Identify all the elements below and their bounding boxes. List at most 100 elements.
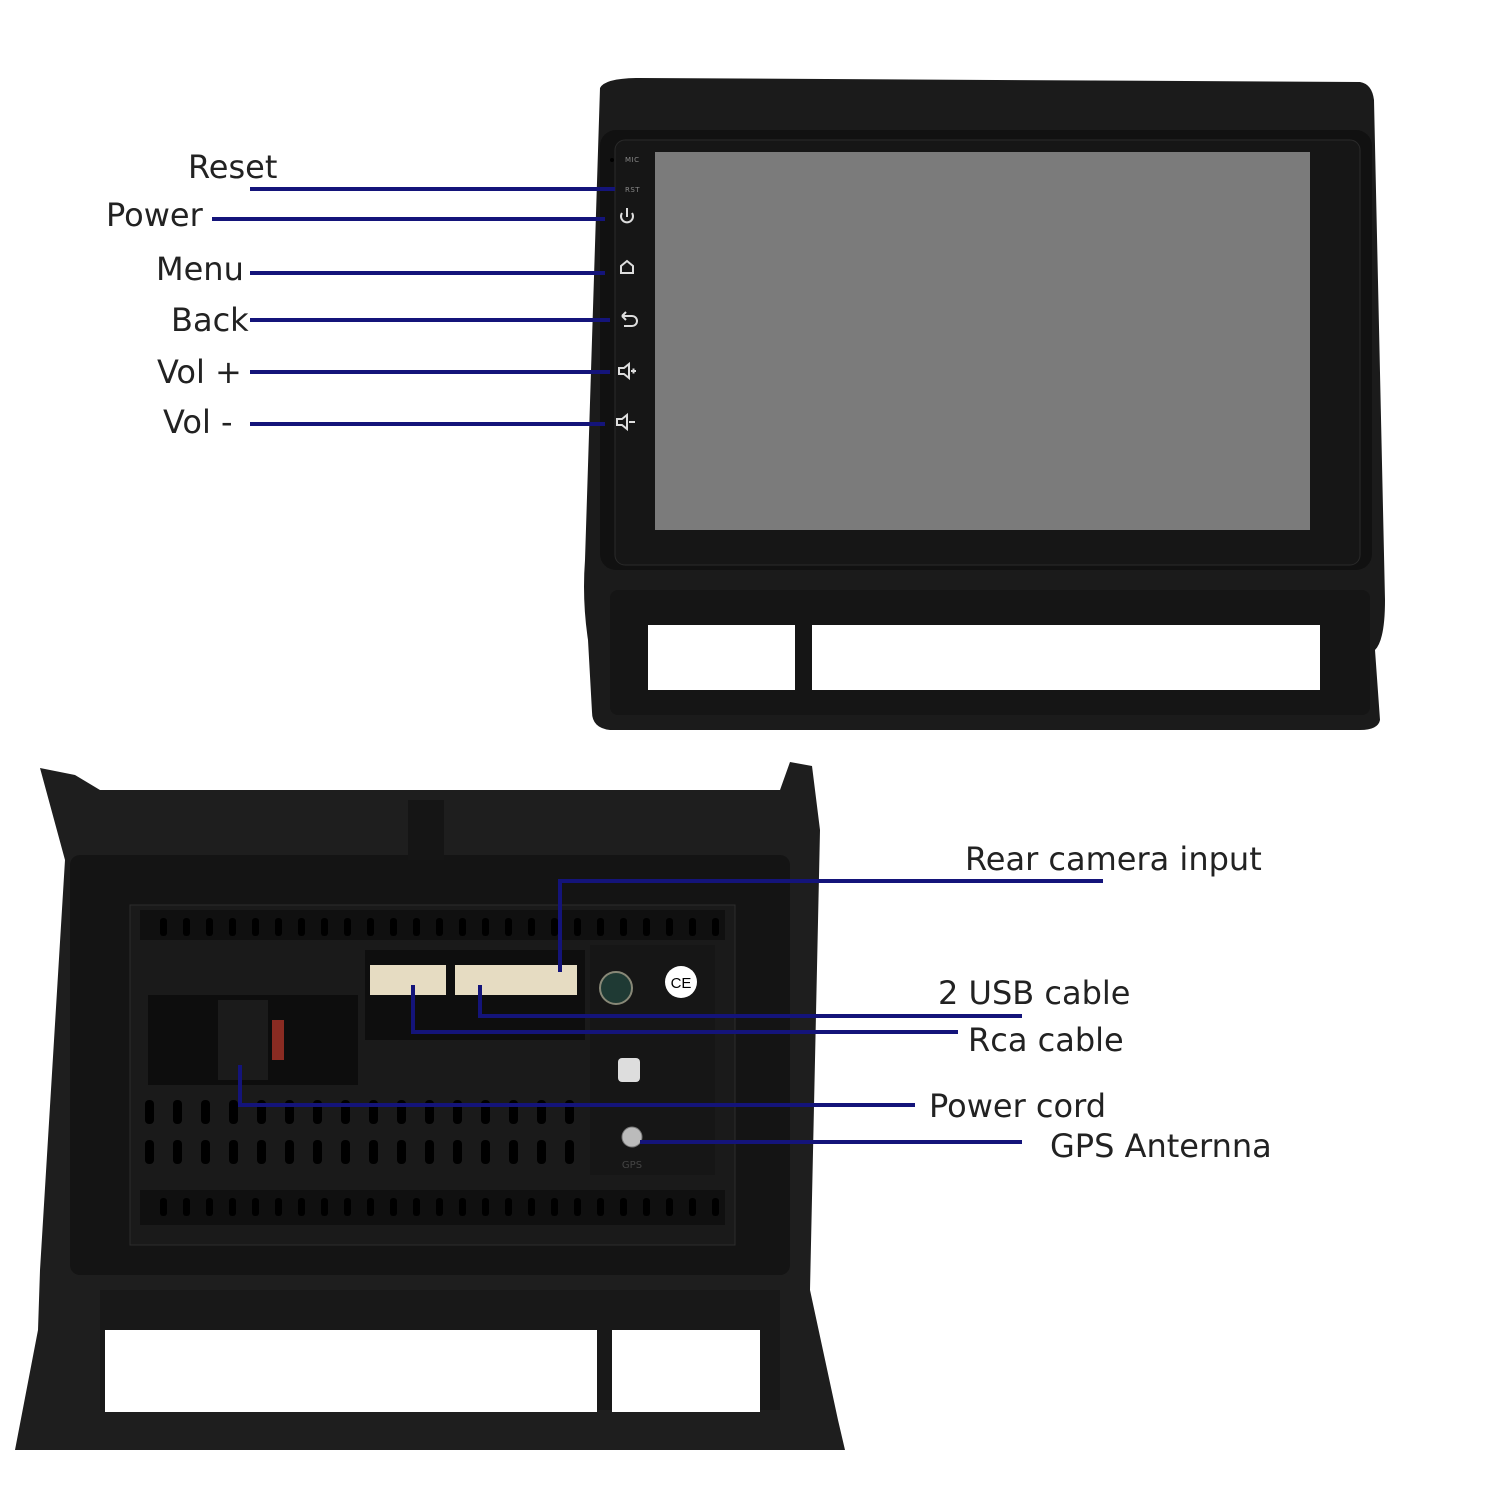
vent-slot [509,1140,518,1164]
vent-slot [285,1140,294,1164]
head-unit-back: CE GPS [15,762,845,1450]
vent-slot [537,1140,546,1164]
vent-slot [459,918,466,936]
vent-slot [369,1140,378,1164]
vent-slot [321,1198,328,1216]
vent-slot [666,1198,673,1216]
svg-text:GPS: GPS [622,1160,642,1171]
vent-slot [321,918,328,936]
vent-slot [206,918,213,936]
usb-line [478,985,1022,1018]
vent-slot [413,918,420,936]
vent-slot [201,1100,210,1124]
vent-slot [367,1198,374,1216]
vent-slot [145,1140,154,1164]
vent-slot [505,1198,512,1216]
vent-slot [712,918,719,936]
vent-slot [453,1140,462,1164]
vent-slot [574,1198,581,1216]
vent-slot [341,1140,350,1164]
left-opening [105,1330,597,1412]
vent-slot [551,1198,558,1216]
vent-slot [505,918,512,936]
vent-slot [597,918,604,936]
volume-down-icon [616,412,635,432]
vent-slot [275,1198,282,1216]
power-cord-line [238,1065,915,1107]
vent-slot [436,918,443,936]
gps-connector [621,1126,643,1148]
rear-camera-line [558,879,1103,972]
vent-slot [183,1198,190,1216]
right-opening [812,625,1320,690]
vent-slot [482,1198,489,1216]
vent-slot [252,1198,259,1216]
vent-slot [229,1100,238,1124]
vent-slot [275,918,282,936]
vent-slot [712,1198,719,1216]
vent-slot [252,918,259,936]
vent-slot [390,918,397,936]
vent-slot [201,1140,210,1164]
vent-slot [313,1140,322,1164]
label-vol-up: Vol + [157,353,242,391]
vent-slot [298,1198,305,1216]
vent-slot [229,1140,238,1164]
vent-slot [229,1198,236,1216]
label-power: Power [106,196,203,234]
vent-slot [390,1198,397,1216]
label-rca: Rca cable [968,1021,1124,1059]
vent-slot [666,918,673,936]
svg-text:CE: CE [671,975,692,992]
mic-marking: MIC [625,156,640,164]
label-rear-camera: Rear camera input [965,840,1262,878]
label-vol-down: Vol - [163,403,233,441]
vent-slot [481,1140,490,1164]
vent-slot [173,1100,182,1124]
vent-slot [620,918,627,936]
vent-slot [257,1140,266,1164]
vent-slot [551,918,558,936]
power-icon [620,212,634,224]
rca-line [411,985,958,1034]
vent-slot [459,1198,466,1216]
vent-slot [344,1198,351,1216]
back-icon [621,311,638,327]
vent-slot [574,918,581,936]
vent-slot [160,918,167,936]
vent-slot [206,1198,213,1216]
vent-slot [229,918,236,936]
left-opening [648,625,795,690]
vent-slot [298,918,305,936]
vent-slot [160,1198,167,1216]
home-icon [620,259,634,274]
vent-slot [436,1198,443,1216]
usb-camera-connector [455,965,577,995]
vent-slot [367,918,374,936]
vent-slot [528,1198,535,1216]
label-usb: 2 USB cable [938,974,1131,1012]
vent-slot [689,918,696,936]
screen [655,152,1310,530]
label-menu: Menu [156,250,244,288]
vent-slot [145,1100,154,1124]
rst-marking: RST [625,186,641,194]
camera-jack [599,971,633,1005]
label-back: Back [171,301,249,339]
volume-up-icon [618,361,636,381]
vent-slot [344,918,351,936]
vent-slot [528,918,535,936]
ce-mark [665,966,697,998]
vent-slot [620,1198,627,1216]
label-gps: GPS Anternna [1050,1127,1272,1165]
vent-slot [482,918,489,936]
vent-slot [689,1198,696,1216]
label-power-cord: Power cord [929,1087,1106,1125]
vent-slot [397,1140,406,1164]
right-opening [612,1330,760,1412]
vent-slot [597,1198,604,1216]
vent-slot [643,1198,650,1216]
rca-connector [370,965,446,995]
vent-slot [425,1140,434,1164]
